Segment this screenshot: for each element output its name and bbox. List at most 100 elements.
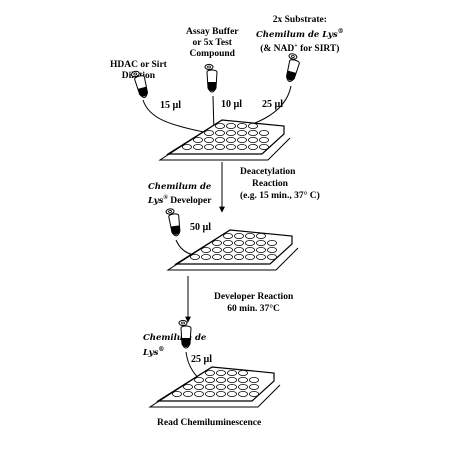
plate-well (237, 390, 248, 397)
plate-well (259, 136, 270, 143)
reaction-plate-2 (167, 229, 299, 271)
chemilum-label-line2: Lys® (143, 346, 165, 358)
plate-well (236, 136, 247, 143)
plate-well (216, 390, 226, 397)
plate-well (205, 390, 215, 397)
plate-well (249, 390, 260, 397)
hdac-transfer-arrow (142, 99, 213, 136)
plate-well (255, 253, 266, 260)
deacetylation-line1: Deacetylation (240, 167, 296, 177)
plate-well (226, 376, 237, 383)
plate-well (267, 246, 278, 253)
plate-well (244, 233, 255, 239)
plate-well (223, 239, 233, 246)
plate-well (182, 390, 193, 397)
plate-well (192, 136, 203, 143)
plate-well (247, 129, 258, 136)
plate-well (255, 233, 266, 239)
deacetylation-line2: Reaction (252, 179, 288, 189)
plate-well (216, 370, 226, 376)
plate-well (203, 136, 214, 143)
plate-well (182, 383, 193, 390)
plate-well (226, 143, 236, 150)
substrate-label-line3: (& NAD+ for SIRT) (260, 43, 339, 54)
developer-label: Chemilum de Lys® Developer (148, 182, 211, 207)
plate-well (259, 143, 270, 150)
plate-well (193, 376, 204, 383)
developer-tube-icon (165, 207, 182, 238)
plate-well (223, 233, 233, 239)
plate-well (236, 129, 247, 136)
plate-well (182, 143, 193, 150)
plate-well (244, 253, 255, 260)
plate-well (200, 253, 211, 260)
plate-well (234, 233, 244, 239)
plate-well (226, 136, 236, 143)
plate-well (205, 383, 215, 390)
plate-well (203, 129, 214, 136)
chemilum-label-line1: Chemilum de (143, 333, 207, 343)
plate-well (205, 370, 215, 376)
developer-reaction-line2: 60 min. 37°C (227, 304, 280, 314)
deacetylation-line3: (e.g. 15 min., 37° C) (240, 191, 320, 201)
chemilum-label: Chemilum de Lys® (143, 333, 206, 359)
developer-word: Developer (170, 196, 212, 207)
chemilum-lys: Lys (143, 347, 159, 358)
buffer-tube-icon (204, 63, 218, 93)
chemilum-registered-mark: ® (158, 346, 165, 353)
plate-well (192, 143, 203, 150)
developer-reaction-line1: Developer Reaction (214, 292, 294, 302)
deacetylation-step-label: Deacetylation Reaction (e.g. 15 min., 37… (240, 166, 320, 202)
hdac-tube-icon (130, 68, 150, 100)
developer-lys: Lys (148, 196, 164, 207)
plate-well (226, 383, 237, 390)
volume-substrate: 25 µl (262, 99, 284, 110)
plate-3-wells (172, 370, 260, 397)
plate-well (234, 246, 244, 253)
plate-well (203, 143, 214, 150)
plate-well (267, 239, 278, 246)
plate-well (223, 253, 233, 260)
plate-well (226, 390, 237, 397)
plate-well (234, 253, 244, 260)
registered-mark: ® (337, 28, 344, 35)
substrate-label-line2: Chemilum de Lys® (256, 28, 344, 40)
buffer-label-line2: or 5x Test (192, 38, 232, 48)
plate-1-wells (182, 123, 270, 150)
substrate-tube-icon (282, 52, 302, 84)
plate-well (211, 246, 222, 253)
developer-registered-mark: ® (163, 195, 168, 201)
reaction-plate-3 (149, 366, 281, 408)
plate-well (267, 253, 278, 260)
plate-well (237, 383, 248, 390)
plate-well (247, 143, 258, 150)
plate-well (172, 390, 183, 397)
plate-well (211, 239, 222, 246)
plate-well (249, 376, 260, 383)
hdac-label-line1: HDAC or Sirt (110, 60, 167, 70)
plate-well (205, 376, 215, 383)
reaction-plate-1 (159, 119, 291, 161)
read-label: Read Chemiluminescence (157, 418, 262, 428)
plate-well (236, 123, 247, 129)
volume-final: 25 µl (191, 354, 213, 365)
plate-well (190, 253, 201, 260)
volume-developer: 50 µl (190, 222, 212, 233)
substrate-label-line1: 2x Substrate: (272, 15, 327, 25)
plate-well (223, 246, 233, 253)
plate-well (236, 143, 247, 150)
plate-well (226, 129, 236, 136)
substrate-nad-text: (& NAD (260, 43, 295, 54)
plate-well (226, 123, 236, 129)
volume-buffer: 10 µl (221, 99, 243, 110)
plate-well (237, 376, 248, 383)
plate-well (244, 246, 255, 253)
substrate-name: Chemilum de Lys (256, 29, 338, 40)
developer-reaction-label: Developer Reaction 60 min. 37°C (214, 291, 293, 315)
buffer-label-line1: Assay Buffer (186, 27, 239, 37)
volume-hdac: 15 µl (160, 100, 182, 111)
plate-well (200, 246, 211, 253)
plate-2-wells (190, 233, 278, 260)
buffer-label-line3: Compound (189, 49, 235, 59)
